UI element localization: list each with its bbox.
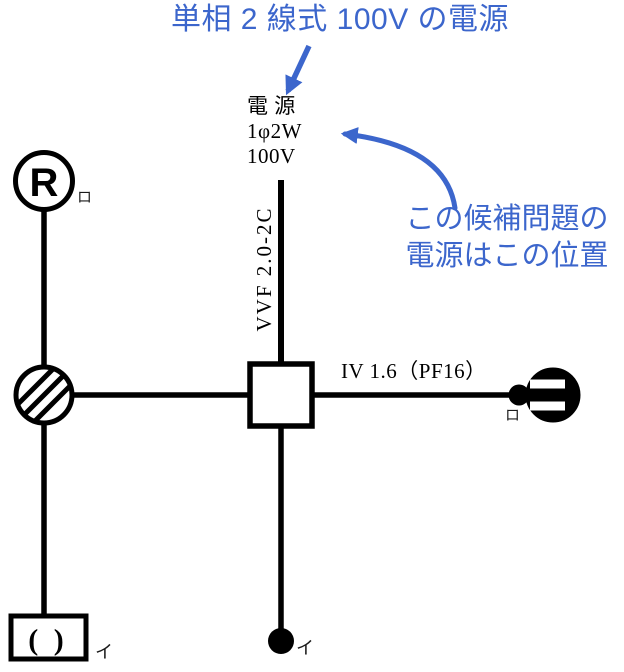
mark-lamp-receptacle: ロ (77, 190, 93, 206)
mark-wall-outlet: ロ (505, 408, 521, 424)
mark-pendant: イ (296, 638, 314, 658)
outlet-connection-dot (508, 384, 530, 406)
note-line-1: この候補問題の (405, 203, 609, 235)
pendant-symbol (268, 628, 294, 654)
lamp-receptacle-letter: R (30, 161, 59, 205)
power-source-spec: 1φ2W (247, 119, 302, 143)
heading-annotation: 単相 2 線式 100V の電源 (170, 3, 510, 36)
ceiling-light-glyph: ( ) (28, 624, 67, 657)
mark-ceiling-light: イ (95, 642, 113, 662)
outlet-box-symbol (247, 361, 315, 429)
vvf-cable-label: VVF 2.0-2C (252, 206, 276, 332)
iv-cable-label: IV 1.6（PF16） (341, 359, 487, 383)
power-source-voltage: 100V (247, 144, 296, 168)
arrow-down-icon (285, 44, 312, 96)
lamp-receptacle-symbol (13, 150, 75, 212)
note-line-2: 電源はこの位置 (405, 240, 609, 272)
power-source-label: 電 源 1φ2W 100V (247, 94, 367, 169)
wall-outlet-symbol (508, 367, 581, 423)
ceiling-light-symbol (8, 613, 89, 662)
power-source-title: 電 源 (247, 94, 296, 118)
arrow-curved-icon (340, 127, 458, 211)
note-annotation: この候補問題の 電源はこの位置 (390, 201, 624, 275)
